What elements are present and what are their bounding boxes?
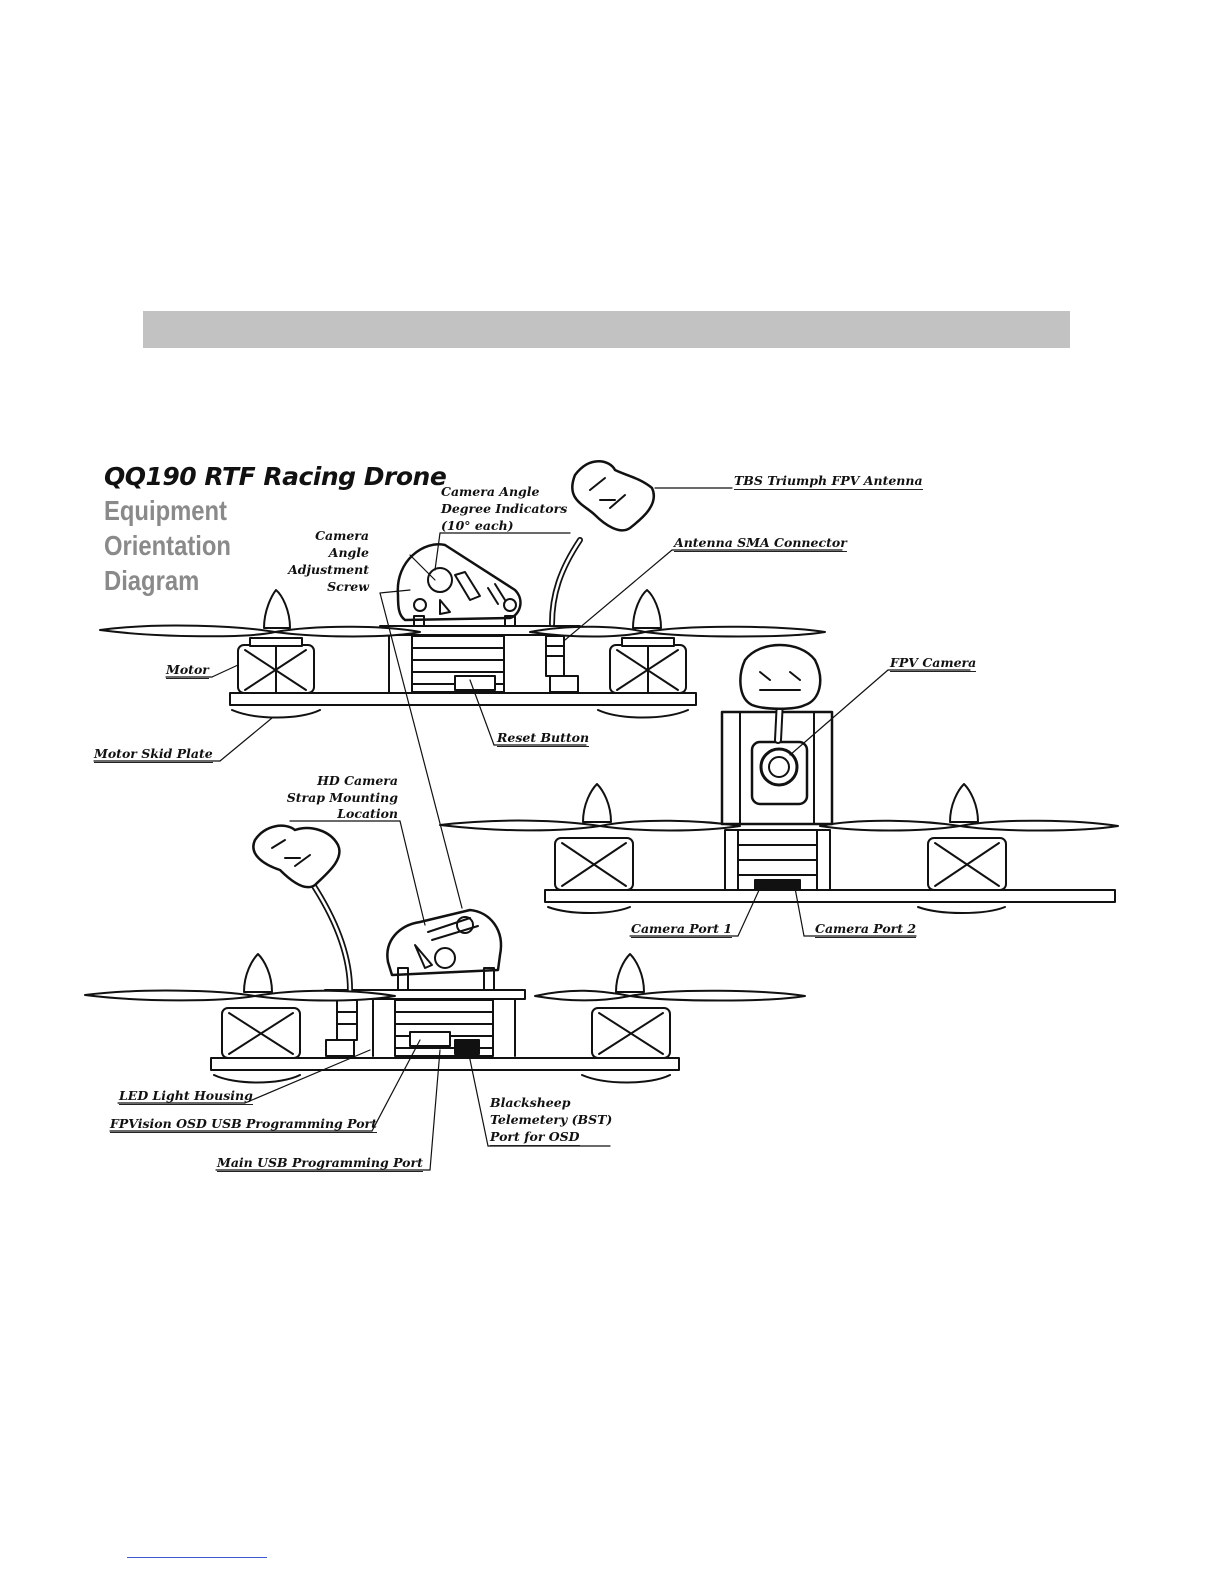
- label-camera-screw-1: Camera: [315, 528, 369, 543]
- label-fpvision-usb: FPVision OSD USB Programming Port: [110, 1116, 377, 1133]
- label-camera-port-2: Camera Port 2: [815, 921, 917, 938]
- label-led-housing: LED Light Housing: [119, 1088, 253, 1105]
- label-motor-skid-plate: Motor Skid Plate: [94, 746, 213, 763]
- label-camera-screw-3: Adjustment: [288, 562, 369, 577]
- subtitle-line-3: Diagram: [104, 565, 200, 596]
- label-reset-button: Reset Button: [497, 730, 590, 747]
- drone-front-view: [439, 643, 1119, 914]
- label-camera-angle-degree-2: Degree Indicators: [441, 501, 568, 516]
- label-tbs-antenna: TBS Triumph FPV Antenna: [734, 473, 923, 490]
- label-main-usb: Main USB Programming Port: [217, 1155, 423, 1172]
- label-antenna-sma: Antenna SMA Connector: [674, 535, 847, 552]
- subtitle-line-1: Equipment: [104, 495, 227, 526]
- diagram-title: QQ190 RTF Racing Drone: [104, 462, 447, 491]
- label-fpv-camera: FPV Camera: [890, 655, 977, 672]
- footer-link-underline: [127, 1557, 267, 1558]
- label-motor: Motor: [166, 662, 209, 679]
- label-bst-3: Port for OSD: [490, 1129, 580, 1146]
- label-bst-2: Telemetery (BST): [490, 1112, 613, 1127]
- label-camera-angle-degree-1: Camera Angle: [441, 484, 540, 499]
- drone-side-view-top: [99, 460, 826, 719]
- header-bar: [143, 311, 1070, 348]
- label-camera-port-1: Camera Port 1: [631, 921, 733, 938]
- subtitle-line-2: Orientation: [104, 530, 231, 561]
- label-camera-angle-degree-3: (10° each): [441, 518, 514, 533]
- label-hd-strap-2: Strap Mounting: [286, 790, 398, 805]
- drone-side-view-bottom: [84, 824, 806, 1084]
- label-camera-screw-2: Angle: [328, 545, 369, 560]
- label-bst-1: Blacksheep: [490, 1095, 571, 1110]
- label-camera-screw-4: Screw: [327, 579, 369, 594]
- label-hd-strap-1: HD Camera: [317, 773, 398, 788]
- label-hd-strap-3: Location: [337, 806, 398, 821]
